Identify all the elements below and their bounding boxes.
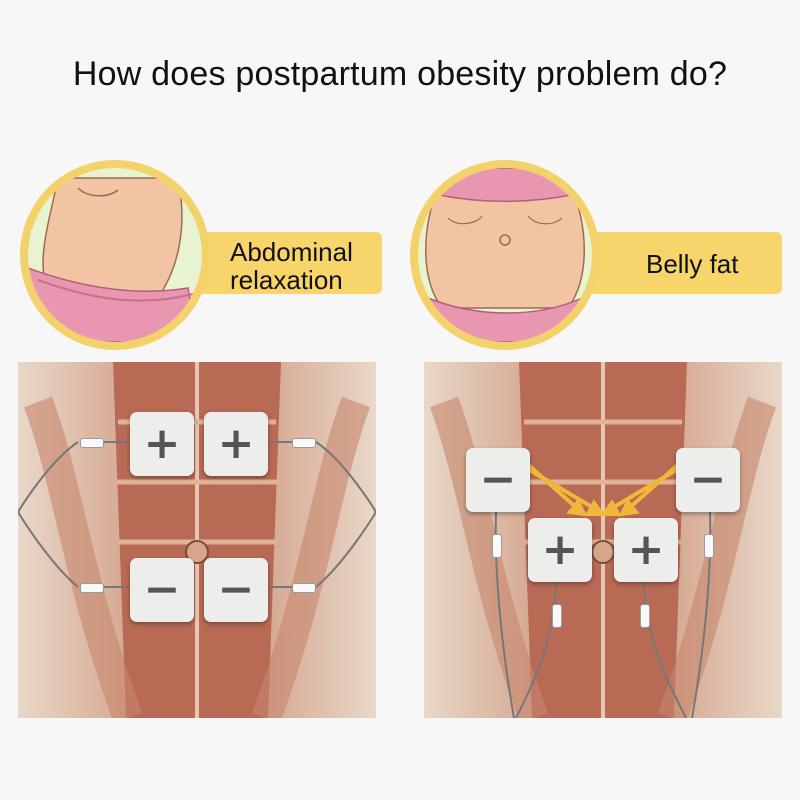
electrode-connector bbox=[292, 438, 316, 448]
callout-label-line1: Abdominal bbox=[230, 237, 353, 267]
electrode-connector bbox=[292, 583, 316, 593]
belly-front-illustration bbox=[418, 168, 592, 342]
electrode-pad-minus: − bbox=[204, 558, 268, 622]
electrode-pad-minus: − bbox=[130, 558, 194, 622]
electrode-connector bbox=[80, 583, 104, 593]
electrode-connector bbox=[552, 604, 562, 628]
electrode-connector bbox=[704, 534, 714, 558]
electrode-connector bbox=[80, 438, 104, 448]
electrode-pad-plus: + bbox=[204, 412, 268, 476]
page-title: How does postpartum obesity problem do? bbox=[72, 55, 728, 93]
electrode-connector bbox=[640, 604, 650, 628]
abdominal-muscles-illustration-right: − − + + bbox=[424, 362, 782, 718]
electrode-connector bbox=[492, 534, 502, 558]
electrode-pad-plus: + bbox=[614, 518, 678, 582]
callout-label-line2: relaxation bbox=[230, 265, 343, 295]
callout-label-bar: Belly fat bbox=[570, 232, 782, 294]
belly-side-illustration bbox=[28, 168, 202, 342]
electrode-pad-minus: − bbox=[676, 448, 740, 512]
electrode-pad-plus: + bbox=[130, 412, 194, 476]
abdominal-muscles-illustration-left: + + − − bbox=[18, 362, 376, 718]
electrode-pad-plus: + bbox=[528, 518, 592, 582]
callout-label: Belly fat bbox=[646, 249, 739, 279]
electrode-pad-minus: − bbox=[466, 448, 530, 512]
